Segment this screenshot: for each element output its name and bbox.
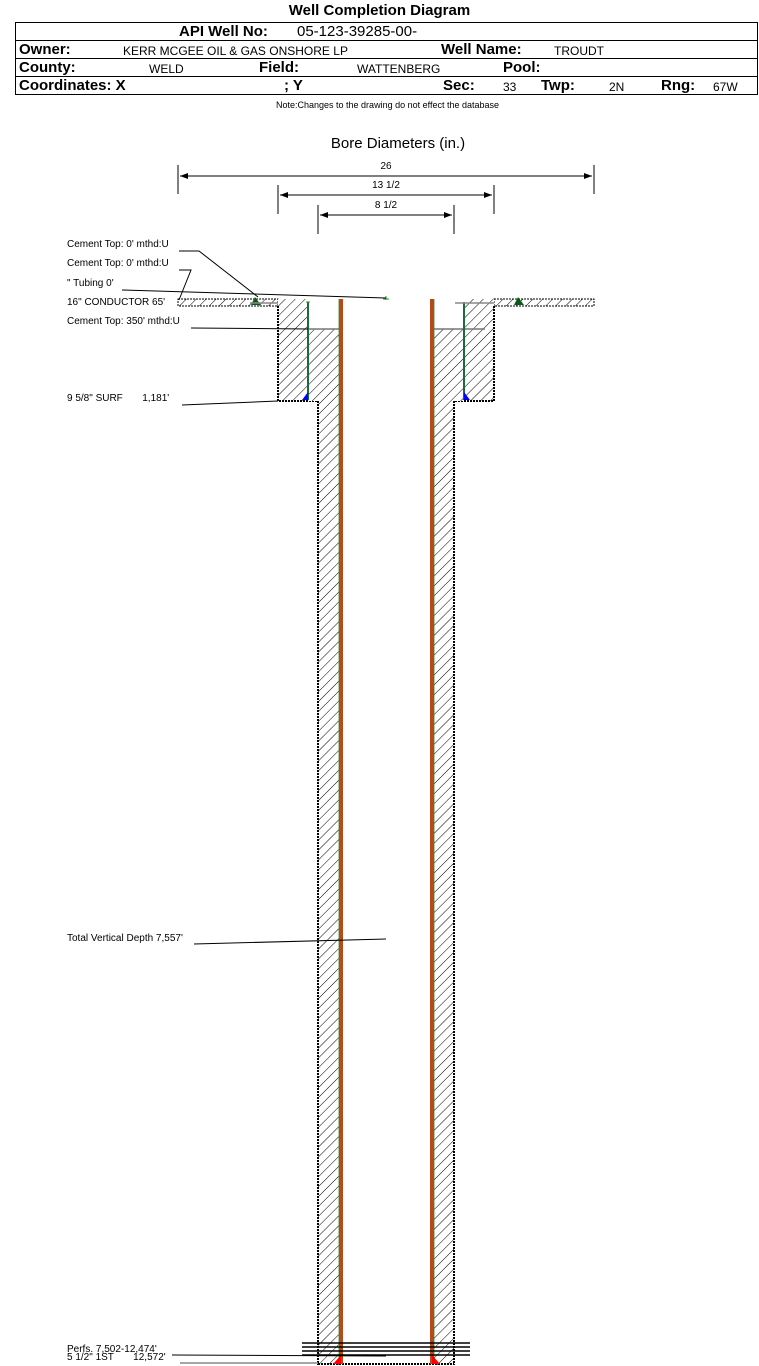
surface-shoe-left-icon xyxy=(302,392,308,400)
cement-top-label-2: Cement Top: 0' mthd:U xyxy=(67,258,169,269)
production-casing-left xyxy=(339,299,343,1364)
tvd-label: Total Vertical Depth 7,557' xyxy=(67,933,183,944)
leader-line xyxy=(121,289,387,299)
conductor-shoe-right-icon xyxy=(514,297,524,305)
conductor-label: 16" CONDUCTOR 65' xyxy=(67,297,165,308)
surface-cement-left xyxy=(278,299,308,401)
diagram-title: Well Completion Diagram xyxy=(288,2,471,19)
bore-diameter-label: 26 xyxy=(380,161,392,172)
production-casing-right xyxy=(430,299,434,1364)
tubing-label: " Tubing 0' xyxy=(67,278,114,289)
sec-label: Sec: xyxy=(443,77,475,94)
rng-label: Rng: xyxy=(661,77,696,94)
county-value: WELD xyxy=(149,62,184,76)
header-row-coordinates: Coordinates: X ; Y Sec: 33 Twp: 2N Rng: … xyxy=(16,77,757,95)
sec-value: 33 xyxy=(503,80,517,94)
coordinates-y-label: ; Y xyxy=(284,77,303,94)
twp-label: Twp: xyxy=(541,77,575,94)
header-row-api: API Well No: 05-123-39285-00- xyxy=(16,23,757,41)
surface-cement-right xyxy=(464,299,494,401)
production-section xyxy=(302,299,470,1365)
rng-value: 67W xyxy=(713,80,738,94)
conductor-cement-right xyxy=(493,298,595,307)
county-label: County: xyxy=(19,59,76,76)
cement-top-label-1: Cement Top: 0' mthd:U xyxy=(67,239,169,250)
production-cement-left xyxy=(318,401,340,1365)
leader-line xyxy=(190,327,309,330)
surface-casing-label: 9 5/8" SURF 1,181' xyxy=(67,393,169,404)
leader-line xyxy=(178,269,192,301)
bore-dimension-8-1-2: 8 1/2 xyxy=(317,200,455,234)
production-cement-upper-left xyxy=(308,329,340,401)
tvd-line xyxy=(193,938,387,945)
well-header-table: API Well No: 05-123-39285-00- Owner: KER… xyxy=(15,22,758,95)
leader-line xyxy=(181,400,279,406)
production-cement-right xyxy=(433,401,454,1365)
api-label: API Well No: xyxy=(179,23,268,40)
leader-line xyxy=(179,250,259,298)
field-value: WATTENBERG xyxy=(357,62,441,76)
production-casing-label: 5 1/2" 1ST 12,572' xyxy=(67,1352,166,1363)
well-name-value: TROUDT xyxy=(554,44,604,58)
api-value: 05-123-39285-00- xyxy=(297,23,418,40)
well-name-label: Well Name: xyxy=(441,41,522,58)
bore-diameter-label: 8 1/2 xyxy=(375,200,398,211)
twp-value: 2N xyxy=(609,80,625,94)
surface-hole-wall-right xyxy=(454,306,495,402)
owner-value: KERR MCGEE OIL & GAS ONSHORE LP xyxy=(123,44,348,58)
database-note: Note:Changes to the drawing do not effec… xyxy=(276,100,499,110)
field-label: Field: xyxy=(259,59,299,76)
header-row-owner: Owner: KERR MCGEE OIL & GAS ONSHORE LP W… xyxy=(16,41,757,59)
surface-shoe-right-icon xyxy=(464,392,470,400)
production-shoe-left-icon xyxy=(333,1355,341,1364)
coordinates-x-label: Coordinates: X xyxy=(19,77,126,94)
bore-dimension-26: 26 xyxy=(177,161,595,194)
bore-dimension-13-1-2: 13 1/2 xyxy=(277,180,495,214)
production-cement-upper-right xyxy=(433,329,464,401)
surface-section xyxy=(250,299,495,402)
bore-diameters-title: Bore Diameters (in.) xyxy=(331,135,465,152)
header-row-county: County: WELD Field: WATTENBERG Pool: xyxy=(16,59,757,77)
leader-line xyxy=(171,1354,387,1357)
owner-label: Owner: xyxy=(19,41,71,58)
production-shoe-right-icon xyxy=(432,1355,440,1364)
cement-top-label-3: Cement Top: 350' mthd:U xyxy=(67,316,180,327)
annotations: Cement Top: 0' mthd:U Cement Top: 0' mth… xyxy=(67,239,387,1364)
perfs-label: Perfs. 7,502-12,474' xyxy=(67,1344,157,1355)
pool-label: Pool: xyxy=(503,59,541,76)
bore-diameter-label: 13 1/2 xyxy=(372,180,400,191)
